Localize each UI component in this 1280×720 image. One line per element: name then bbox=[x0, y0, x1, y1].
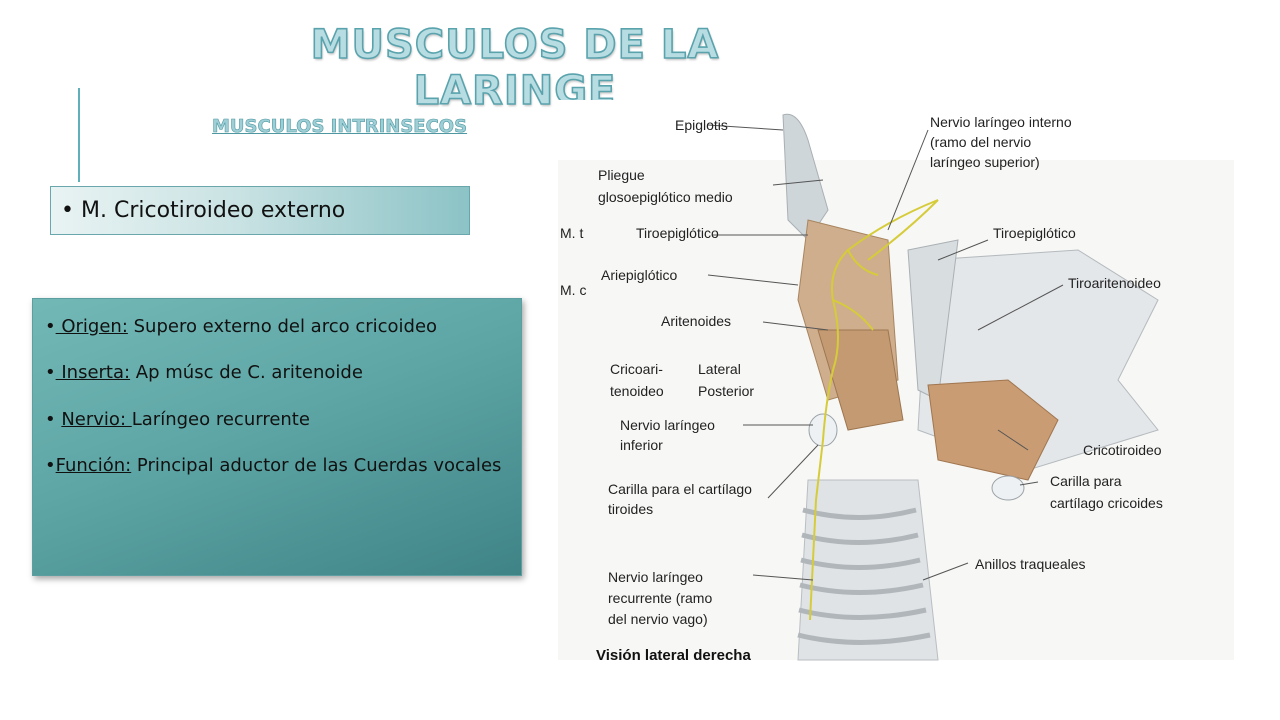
label-cricoaritenoideo: Cricoari- bbox=[610, 361, 663, 377]
label-posterior: Posterior bbox=[698, 383, 754, 399]
label-nervio-inferior: Nervio laríngeo bbox=[620, 417, 715, 433]
bullet-label: Inserta: bbox=[55, 362, 131, 384]
bullet-origen: • Origen: Supero externo del arco cricoi… bbox=[45, 316, 438, 337]
label-nervio-interno-3: laríngeo superior) bbox=[930, 154, 1040, 170]
cricoid-facet-drawing bbox=[991, 475, 1025, 501]
label-aritenoides: Aritenoides bbox=[661, 313, 731, 329]
label-carilla-tiroides-2: tiroides bbox=[608, 501, 653, 517]
accent-line bbox=[78, 88, 80, 182]
label-nervio-interno: Nervio laríngeo interno bbox=[930, 114, 1072, 130]
label-pliegue: Pliegue bbox=[598, 167, 645, 183]
label-carilla-cricoides-2: cartílago cricoides bbox=[1050, 495, 1163, 511]
bullet-text: Laríngeo recurrente bbox=[131, 408, 310, 430]
larynx-diagram: Epiglotis Pliegue glosoepiglótico medio … bbox=[558, 100, 1234, 672]
bullet-nervio: • Nervio: Laríngeo recurrente bbox=[45, 408, 310, 430]
bullet-dot: • bbox=[61, 198, 81, 223]
label-edge-mc: M. c bbox=[560, 282, 586, 298]
section-subtitle: MUSCULOS INTRINSECOS bbox=[212, 116, 468, 138]
slide-title: MUSCULOS DE LA LARINGE bbox=[310, 21, 720, 115]
larynx-illustration: Epiglotis Pliegue glosoepiglótico medio … bbox=[558, 100, 1234, 672]
label-nervio-interno-2: (ramo del nervio bbox=[930, 134, 1031, 150]
muscle-name: M. Cricotiroideo externo bbox=[80, 198, 346, 223]
label-nervio-recurrente-3: del nervio vago) bbox=[608, 611, 708, 627]
label-tiroepiglotico-right: Tiroepiglótico bbox=[993, 225, 1076, 241]
leader-lines bbox=[707, 124, 1064, 581]
muscle-info-panel: • Origen: Supero externo del arco cricoi… bbox=[32, 298, 522, 576]
nerve-drawing bbox=[809, 199, 939, 621]
bullet-label: Nervio: bbox=[61, 408, 132, 430]
label-carilla-tiroides: Carilla para el cartílago bbox=[608, 481, 752, 497]
label-tiroepiglotico-left: Tiroepiglótico bbox=[636, 225, 719, 241]
label-cricoaritenoideo-2: tenoideo bbox=[610, 383, 664, 399]
label-nervio-inferior-2: inferior bbox=[620, 437, 663, 453]
label-nervio-recurrente: Nervio laríngeo bbox=[608, 569, 703, 585]
label-ariepiglotico: Ariepiglótico bbox=[601, 267, 677, 283]
trachea-drawing bbox=[797, 479, 939, 661]
bullet-text: Ap músc de C. aritenoide bbox=[130, 362, 363, 384]
label-nervio-recurrente-2: recurrente (ramo bbox=[608, 590, 712, 606]
bullet-funcion: •Función: Principal aductor de las Cuerd… bbox=[45, 454, 502, 476]
label-edge-mt: M. t bbox=[560, 225, 583, 241]
label-tiroaritenoideo: Tiroaritenoideo bbox=[1068, 275, 1161, 291]
bullet-inserta: • Inserta: Ap músc de C. aritenoide bbox=[45, 362, 363, 384]
label-anillos-traqueales: Anillos traqueales bbox=[975, 556, 1086, 572]
label-pliegue-2: glosoepiglótico medio bbox=[598, 189, 733, 205]
cricothyroid-muscle-drawing bbox=[927, 379, 1059, 481]
bullet-label: Origen: bbox=[55, 316, 128, 337]
label-lateral: Lateral bbox=[698, 361, 741, 377]
label-carilla-cricoides: Carilla para bbox=[1050, 473, 1122, 489]
figure-caption: Visión lateral derecha bbox=[596, 647, 751, 664]
label-epiglotis: Epiglotis bbox=[675, 117, 728, 133]
bullet-text: Principal aductor de las Cuerdas vocales bbox=[131, 454, 502, 476]
bullet-text: Supero externo del arco cricoideo bbox=[127, 316, 438, 337]
bullet-label: Función: bbox=[55, 454, 132, 476]
label-cricotiroideo: Cricotiroideo bbox=[1083, 442, 1162, 458]
muscle-name-box: • M. Cricotiroideo externo bbox=[50, 186, 470, 235]
